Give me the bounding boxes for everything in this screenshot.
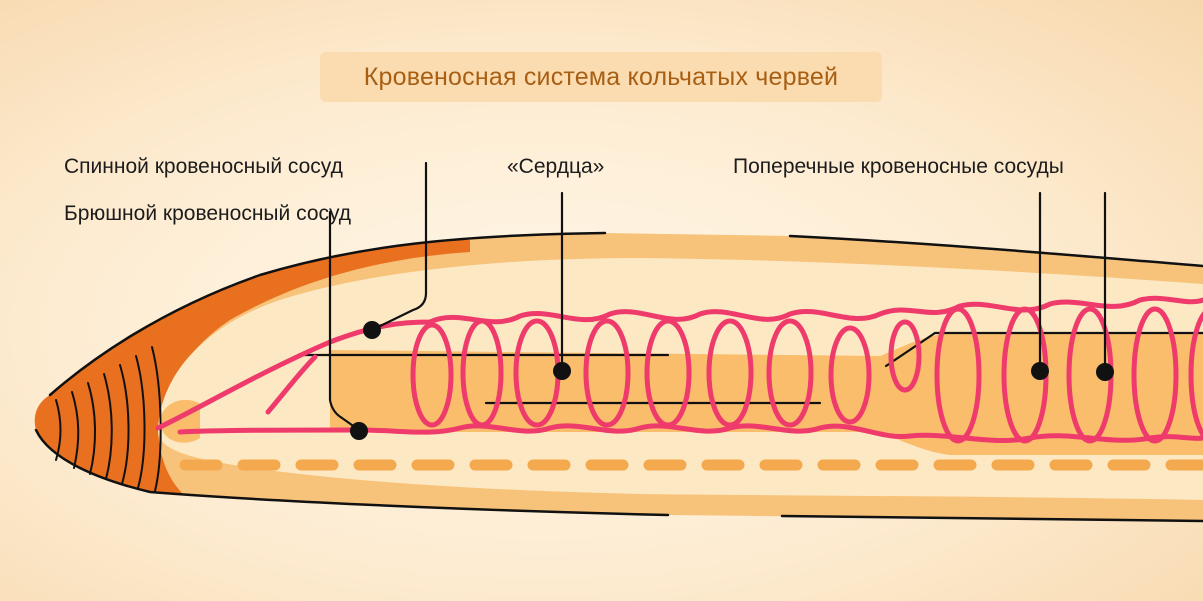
label-transverse-vessels: Поперечные кровеносные сосуды xyxy=(733,155,1064,178)
title-box: Кровеносная система кольчатых червей xyxy=(320,52,882,102)
marker-ventral xyxy=(350,422,368,440)
diagram-title: Кровеносная система кольчатых червей xyxy=(363,62,839,91)
leader-dorsal xyxy=(370,161,428,332)
transverse-loops xyxy=(888,306,1203,444)
gut xyxy=(330,333,1203,455)
blood-vessels xyxy=(155,295,1203,444)
ventral-vessel-line xyxy=(177,423,1203,443)
anterior-branch xyxy=(265,354,318,415)
leader-lines xyxy=(328,161,1107,432)
marker-hearts xyxy=(553,362,571,380)
marker-dorsal xyxy=(363,321,381,339)
segment-grooves xyxy=(55,346,162,492)
label-ventral-vessel: Брюшной кровеносный сосуд xyxy=(64,202,352,225)
head-segment xyxy=(34,240,470,500)
leader-ventral xyxy=(328,210,361,432)
heart-loops xyxy=(410,318,872,428)
marker-transverse-1 xyxy=(1031,362,1049,380)
markers xyxy=(350,321,1114,440)
label-dorsal-vessel: Спинной кровеносный сосуд xyxy=(64,155,343,178)
worm-body xyxy=(34,231,1203,523)
marker-transverse-2 xyxy=(1096,363,1114,381)
body-outline xyxy=(34,231,1203,523)
label-hearts: «Сердца» xyxy=(507,155,605,178)
dorsal-vessel-line xyxy=(155,295,1203,431)
